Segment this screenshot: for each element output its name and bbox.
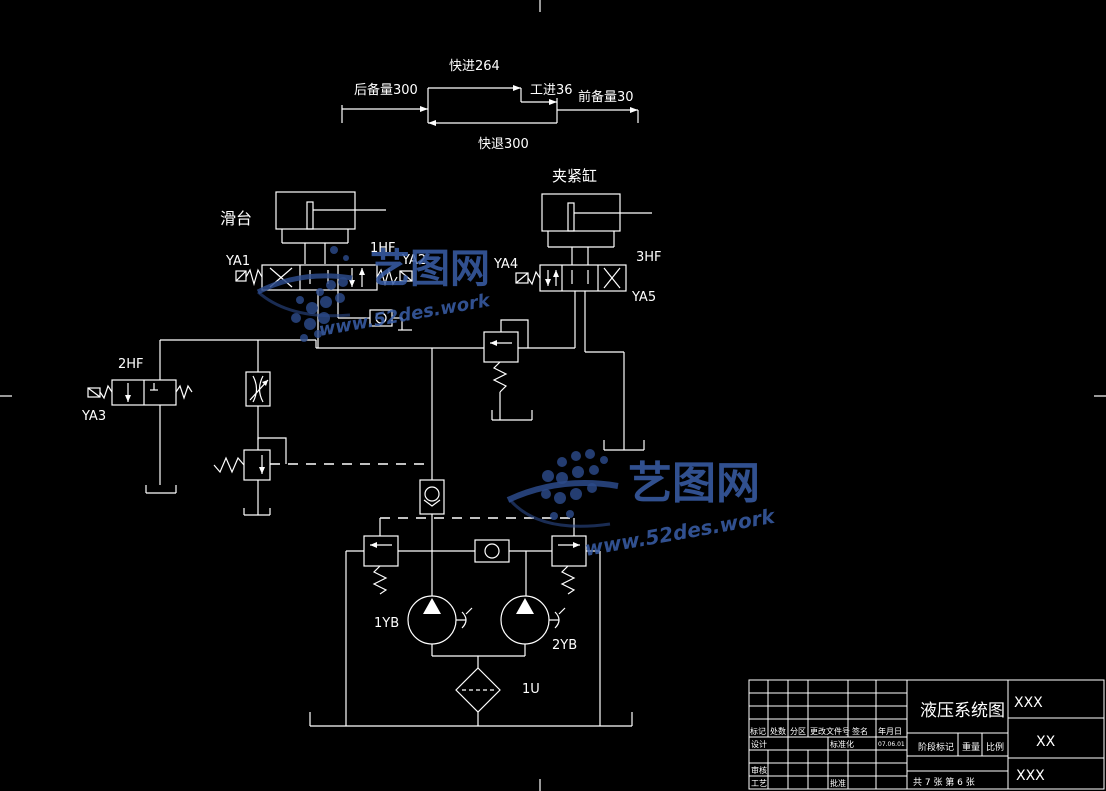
throttle-valve — [245, 371, 271, 407]
tb-date-value: 07.06.01 — [878, 741, 905, 748]
check-valve-pumps — [432, 539, 527, 596]
watermark-brand-1: 艺图网 — [370, 246, 490, 292]
tb-sheets: 共 7 张 第 6 张 — [913, 776, 975, 788]
tb-sign: 签名 — [852, 726, 868, 736]
tb-designer: 设计 — [751, 739, 767, 749]
tb-zone: 分区 — [790, 727, 806, 736]
pump-1yb-label: 1YB — [374, 616, 399, 631]
watermark-url-2: www.52des.work — [583, 504, 778, 561]
pump-2yb — [500, 595, 566, 656]
front-reserve-label: 前备量30 — [578, 89, 634, 105]
motion-cycle-diagram: 后备量300 快进264 工进36 前备量30 快退300 — [341, 59, 639, 152]
valve-3hf-label: 3HF — [636, 250, 662, 265]
drawing-code-mid: XX — [1036, 734, 1056, 750]
drawing-code-bottom: XXX — [1016, 768, 1045, 784]
valve-2hf-label: 2HF — [118, 357, 144, 372]
work-feed-label: 工进36 — [530, 83, 573, 98]
relief-valve-right — [526, 518, 601, 726]
tb-date: 年月日 — [878, 726, 902, 736]
rapid-return-label: 快退300 — [478, 137, 529, 152]
drawing-title: 液压系统图 — [920, 701, 1005, 721]
tb-mark: 标记 — [750, 726, 766, 736]
slide-cylinder — [275, 191, 386, 264]
clamp-cylinder — [541, 193, 652, 265]
watermark-logo-1 — [256, 246, 353, 342]
slide-label: 滑台 — [220, 209, 252, 228]
clamp-cylinder-label: 夹紧缸 — [552, 167, 597, 185]
title-block — [748, 679, 1105, 790]
ya1-label: YA1 — [225, 254, 250, 269]
tb-standard: 标准化 — [830, 739, 854, 749]
tb-doc: 更改文件号 — [810, 726, 850, 736]
relief-valve-left — [345, 518, 432, 726]
tb-process: 工艺 — [751, 779, 767, 788]
pump-1yb — [407, 595, 473, 656]
main-piping — [145, 290, 645, 596]
check-valve-main — [419, 479, 445, 515]
drawing-code-top: XXX — [1014, 695, 1043, 711]
oil-tank — [309, 712, 633, 727]
watermark-logo-2 — [506, 449, 619, 528]
ya3-label: YA3 — [81, 409, 106, 424]
tb-stage: 阶段标记 — [918, 741, 954, 753]
tb-review: 审核 — [751, 765, 767, 775]
valve-1hf-label: 1HF — [370, 241, 396, 256]
tb-weight: 重量 — [962, 741, 980, 753]
ya5-label: YA5 — [631, 290, 656, 305]
tb-approve: 批准 — [830, 778, 846, 788]
ya2-label: YA2 — [401, 253, 426, 268]
watermark-brand-2: 艺图网 — [628, 458, 760, 509]
back-pressure-valve — [213, 437, 287, 516]
pump-2yb-label: 2YB — [552, 638, 577, 653]
filter-label: 1U — [522, 682, 540, 697]
valve-2hf — [87, 379, 193, 406]
tb-scale: 比例 — [986, 741, 1004, 753]
sequence-valve — [483, 319, 533, 421]
rear-reserve-label: 后备量300 — [354, 82, 418, 98]
valve-3hf — [515, 264, 627, 292]
ya4-label: YA4 — [493, 257, 518, 272]
filter-1u — [455, 667, 501, 726]
tb-count: 处数 — [770, 726, 786, 736]
rapid-forward-label: 快进264 — [449, 59, 500, 74]
